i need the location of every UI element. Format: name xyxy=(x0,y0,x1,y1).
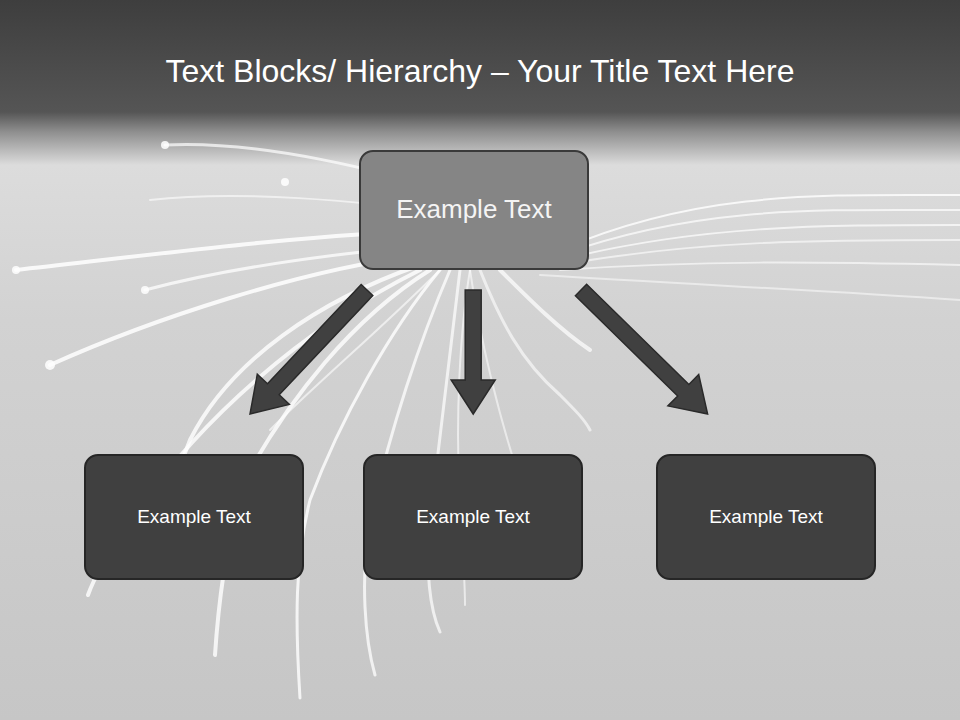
block-arrow xyxy=(451,290,495,414)
fiber-lines xyxy=(16,144,960,698)
block-arrow xyxy=(575,284,707,414)
child-box: Example Text xyxy=(363,454,583,580)
block-arrow xyxy=(250,285,373,415)
fiber-tips xyxy=(12,141,289,370)
parent-box: Example Text xyxy=(359,150,589,270)
child-box: Example Text xyxy=(84,454,304,580)
box-text: Example Text xyxy=(709,506,823,529)
slide-title: Text Blocks/ Hierarchy – Your Title Text… xyxy=(20,52,940,90)
box-text: Example Text xyxy=(416,506,530,529)
box-text: Example Text xyxy=(396,194,552,225)
box-text: Example Text xyxy=(137,506,251,529)
child-box: Example Text xyxy=(656,454,876,580)
